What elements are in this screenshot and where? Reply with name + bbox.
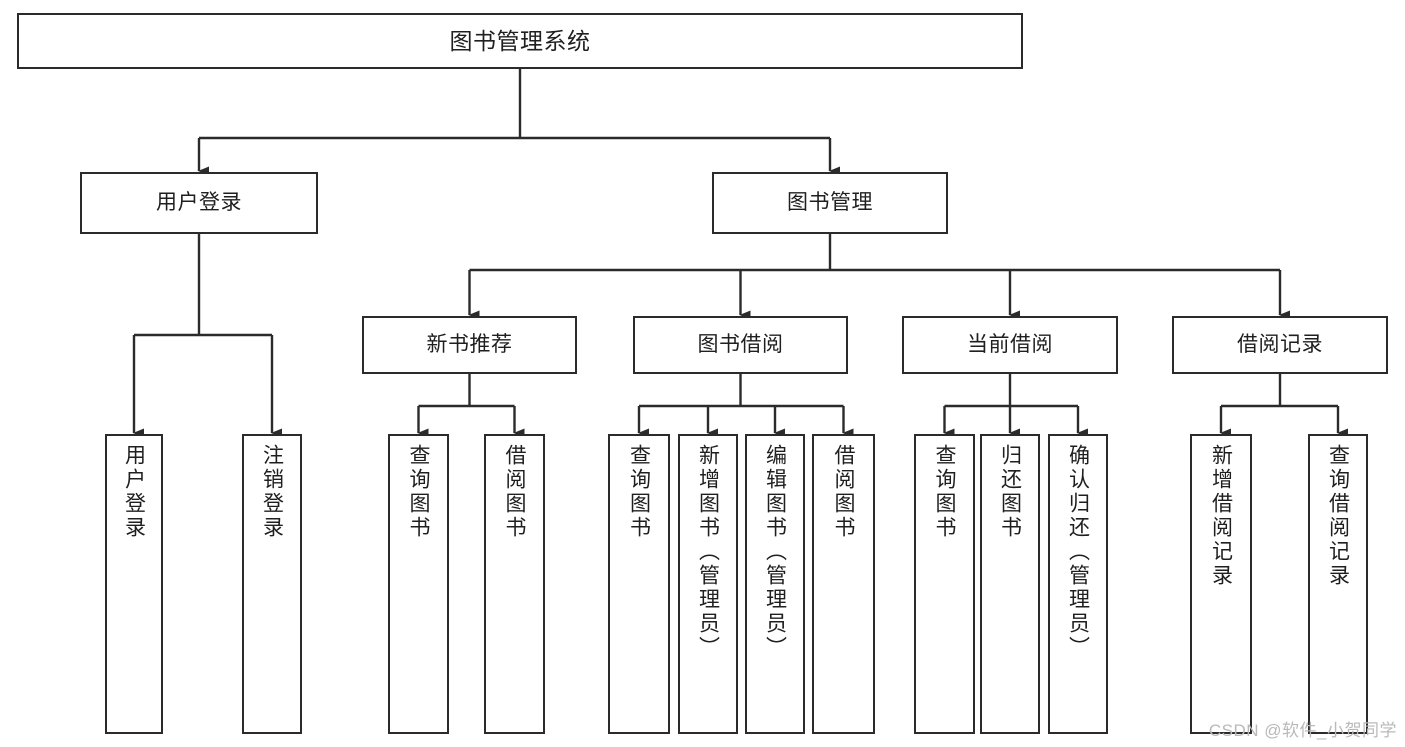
node-label-leaf-add-book: 新增图书（管理员） [696, 444, 720, 660]
node-leaf-query-record[interactable]: 查询借阅记录 [1308, 434, 1368, 734]
node-label-leaf-add-record: 新增借阅记录 [1209, 444, 1233, 588]
node-leaf-add-book[interactable]: 新增图书（管理员） [678, 434, 738, 734]
node-label-leaf-query-record: 查询借阅记录 [1326, 444, 1350, 588]
node-leaf-query-book-2[interactable]: 查询图书 [608, 434, 670, 734]
node-leaf-borrow-book-1[interactable]: 借阅图书 [484, 434, 545, 734]
node-label-leaf-borrow-book-1: 借阅图书 [503, 444, 526, 540]
node-label-leaf-borrow-book-2: 借阅图书 [832, 444, 855, 540]
node-leaf-borrow-book-2[interactable]: 借阅图书 [812, 434, 875, 734]
node-label-book-manage: 图书管理 [787, 190, 873, 214]
node-label-leaf-confirm-return: 确认归还（管理员） [1066, 444, 1090, 660]
node-label-leaf-return-book: 归还图书 [998, 444, 1022, 540]
node-current-borrow[interactable]: 当前借阅 [902, 316, 1118, 374]
node-label-new-book-rec: 新书推荐 [426, 332, 513, 356]
node-leaf-user-login[interactable]: 用户登录 [105, 434, 163, 734]
node-label-leaf-query-book-3: 查询图书 [933, 444, 956, 540]
node-leaf-add-record[interactable]: 新增借阅记录 [1190, 434, 1252, 734]
node-borrow-record[interactable]: 借阅记录 [1172, 316, 1388, 374]
node-root[interactable]: 图书管理系统 [17, 13, 1023, 69]
node-book-borrow[interactable]: 图书借阅 [633, 316, 848, 374]
node-label-leaf-user-login: 用户登录 [122, 444, 146, 540]
csdn-watermark: CSDN @软件_小贺同学 [1208, 721, 1397, 740]
node-label-leaf-user-logout: 注销登录 [260, 444, 284, 540]
node-label-user-login: 用户登录 [156, 190, 242, 214]
node-label-leaf-edit-book: 编辑图书（管理员） [763, 444, 787, 660]
node-label-leaf-query-book-2: 查询图书 [627, 444, 651, 540]
node-user-login[interactable]: 用户登录 [80, 172, 318, 234]
node-book-manage[interactable]: 图书管理 [712, 172, 948, 234]
node-new-book-rec[interactable]: 新书推荐 [362, 316, 577, 374]
node-label-root: 图书管理系统 [449, 27, 591, 54]
node-leaf-return-book[interactable]: 归还图书 [980, 434, 1040, 734]
node-label-current-borrow: 当前借阅 [967, 332, 1053, 356]
node-leaf-query-book-1[interactable]: 查询图书 [388, 434, 449, 734]
node-leaf-edit-book[interactable]: 编辑图书（管理员） [745, 434, 805, 734]
node-label-book-borrow: 图书借阅 [697, 332, 784, 356]
node-leaf-query-book-3[interactable]: 查询图书 [914, 434, 975, 734]
node-label-leaf-query-book-1: 查询图书 [407, 444, 430, 540]
node-label-borrow-record: 借阅记录 [1237, 332, 1323, 356]
node-leaf-confirm-return[interactable]: 确认归还（管理员） [1048, 434, 1108, 734]
node-leaf-user-logout[interactable]: 注销登录 [242, 434, 302, 734]
